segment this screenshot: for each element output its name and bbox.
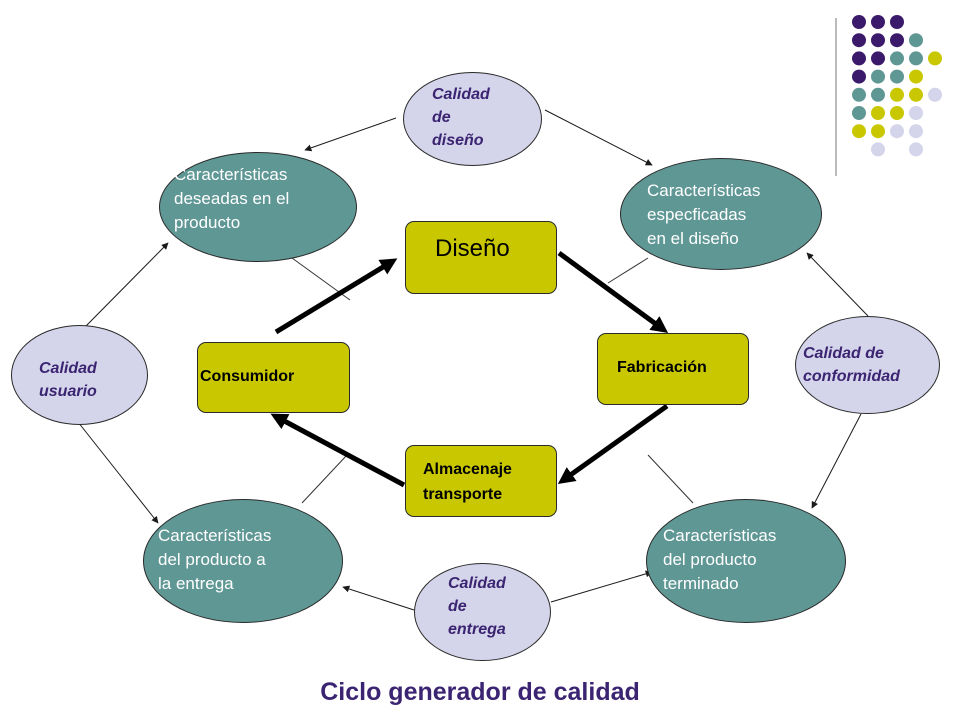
decorative-dot [871, 33, 885, 48]
cycle-arrow-diseno-to-fabricacion [557, 250, 669, 334]
arrow-usuario-to-entrega [77, 421, 159, 524]
decorative-dot [871, 51, 885, 66]
arrow-entrega-to-terminado [550, 570, 653, 603]
decorative-dot [909, 106, 923, 120]
cycle-arrow-fabricacion-to-almacenaje [557, 403, 669, 484]
decorative-dot [890, 51, 904, 66]
caracteristicas-especificadas-text: Características especficadas en el diseñ… [647, 181, 761, 248]
decorative-dot [852, 124, 866, 139]
decorative-dot [852, 33, 866, 48]
cycle-arrow-almacenaje-to-consumidor [270, 413, 406, 488]
oval-calidad-usuario: Calidad usuario [11, 325, 148, 425]
calidad-entrega-text: Calidad de entrega [448, 575, 506, 639]
decorative-dot [890, 87, 904, 102]
box-fabricacion: Fabricación [597, 333, 749, 405]
calidad-usuario-text: Calidad usuario [39, 360, 97, 401]
cycle-arrow-consumidor-to-diseno [274, 258, 398, 335]
oval-caracteristicas-deseadas: Características deseadas en el producto [159, 152, 357, 262]
caracteristicas-entrega-text: Características del producto a la entreg… [158, 526, 272, 593]
decorative-dot [928, 87, 942, 102]
oval-caracteristicas-entrega: Características del producto a la entreg… [143, 499, 343, 623]
decorative-dot [909, 33, 923, 48]
fabricacion-label: Fabricación [617, 359, 707, 376]
decorative-dot [890, 69, 904, 84]
caracteristicas-terminado-text: Características del producto terminado [663, 526, 777, 593]
decorative-dot [909, 87, 923, 102]
decorative-dot [852, 51, 866, 66]
arrow-diseno-to-deseadas [304, 117, 397, 152]
diagram-title: Ciclo generador de calidad [320, 678, 640, 706]
decorative-dot [890, 124, 904, 139]
link-especificadas [607, 257, 649, 284]
arrow-usuario-to-deseadas [85, 242, 169, 327]
diseno-label: Diseño [435, 235, 510, 262]
decorative-dot [928, 51, 942, 66]
oval-calidad-diseno: Calidad de diseño [403, 72, 542, 166]
consumidor-label: Consumidor [200, 368, 295, 385]
arrow-conformidad-to-especificadas [806, 252, 869, 317]
link-entrega [301, 454, 348, 504]
decorative-dot [871, 69, 885, 84]
decorative-dot [909, 142, 923, 157]
decorative-dot [890, 106, 904, 120]
decorative-dot [852, 87, 866, 102]
decorative-dot [871, 87, 885, 102]
calidad-diseno-text: Calidad de diseño [432, 86, 490, 150]
decorative-dot [871, 106, 885, 120]
oval-calidad-entrega: Calidad de entrega [414, 563, 551, 661]
decorative-dot [871, 124, 885, 139]
box-consumidor: Consumidor [197, 342, 350, 413]
oval-caracteristicas-terminado: Características del producto terminado [646, 499, 846, 623]
decorative-dot [890, 15, 904, 29]
arrow-conformidad-to-terminado [811, 413, 862, 509]
caracteristicas-deseadas-text: Características deseadas en el producto [174, 165, 290, 232]
decorative-dot-grid [852, 15, 942, 157]
almacenaje-label: Almacenaje transporte [423, 461, 512, 503]
decorative-dot [852, 69, 866, 84]
arrow-entrega-to-entrega-char [342, 585, 415, 611]
oval-calidad-conformidad: Calidad de conformidad [795, 316, 940, 414]
box-diseno: Diseño [405, 221, 557, 294]
arrow-diseno-to-especificadas [544, 109, 653, 166]
decorative-dot [909, 69, 923, 84]
calidad-conformidad-text: Calidad de conformidad [803, 345, 900, 386]
decorative-dot [871, 142, 885, 157]
decorative-dot [909, 51, 923, 66]
box-almacenaje: Almacenaje transporte [405, 445, 557, 517]
decorative-dot [852, 106, 866, 120]
decorative-dot [890, 33, 904, 48]
link-terminado [647, 454, 694, 504]
decorative-dot [909, 124, 923, 139]
oval-caracteristicas-especificadas: Características especficadas en el diseñ… [620, 158, 822, 270]
decorative-dot [852, 15, 866, 29]
decorative-dot [871, 15, 885, 29]
